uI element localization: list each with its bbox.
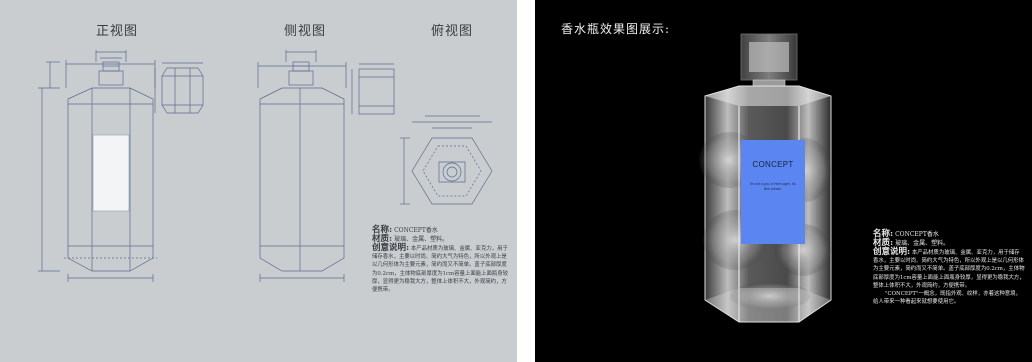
concept-label: 创意说明: (873, 247, 911, 257)
side-view-title: 侧视图 (284, 24, 327, 39)
name-label: 名称: (873, 229, 894, 239)
spec-description-left: 名称: CONCEPT香水 材质: 玻璃、金属、塑料。 创意说明: 本产品材质为… (372, 226, 510, 294)
render-title: 香水瓶效果图展示: (561, 22, 671, 36)
top-view-drawing (400, 115, 493, 205)
spec-description-right: 名称: CONCEPT香水 材质: 玻璃、金属、塑料。 创意说明: 本产品材质为… (873, 230, 1025, 306)
cap-side-drawing (351, 63, 395, 115)
top-view-title: 俯视图 (431, 24, 474, 39)
front-view-bottle (38, 50, 157, 282)
front-label-area (92, 134, 130, 212)
name-value: CONCEPT香水 (895, 231, 939, 238)
label-tagline: It's not a you or Here,ugerr, it's time … (750, 182, 796, 191)
bottle-cap (740, 33, 798, 95)
render-showcase-panel: 香水瓶效果图展示: (535, 0, 1032, 362)
side-view-bottle (257, 50, 347, 282)
name-label: 名称: (372, 225, 393, 235)
material-label: 材质: (873, 238, 894, 248)
concept-extra: "CONCEPT"一概念，既指外观、纹样，亦着这种意境，给人带来一种看起来就想要… (873, 291, 1021, 306)
front-view-title: 正视图 (96, 24, 139, 39)
bottle-label: CONCEPT It's not a you or Here,ugerr, it… (741, 140, 805, 244)
orthographic-drawings (38, 50, 493, 282)
material-value: 玻璃、金属、塑料。 (895, 240, 950, 247)
technical-drawing-panel: 正视图 侧视图 俯视图 名称: CONCEPT香水 材质: 玻璃、金属、塑料。 … (0, 0, 517, 362)
name-value: CONCEPT香水 (394, 227, 438, 234)
concept-text: 本产品材质为玻璃、金属、亚克力，用于储存香水，主要以时尚、简约大气为特色，所以外… (372, 246, 509, 294)
material-label: 材质: (372, 234, 393, 244)
material-value: 玻璃、金属、塑料。 (394, 236, 449, 243)
concept-text: 本产品材质为玻璃、金属、亚克力，用于储存香水，主要以时尚、简约大气为特色，所以外… (873, 250, 1025, 289)
cap-front-drawing (154, 62, 204, 114)
concept-label: 创意说明: (372, 243, 410, 253)
label-brand: CONCEPT (752, 160, 794, 169)
